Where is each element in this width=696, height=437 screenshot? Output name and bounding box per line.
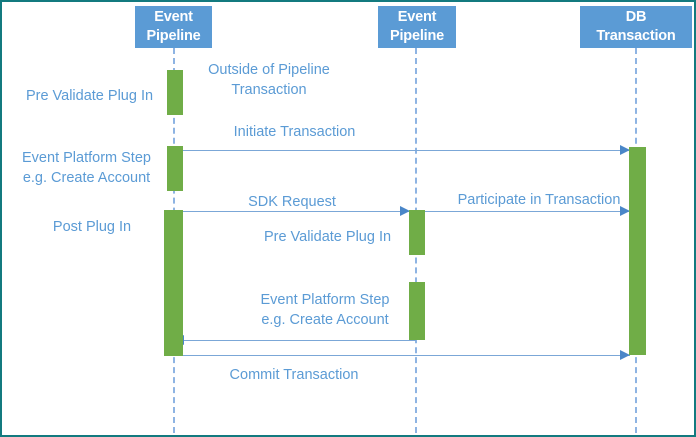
participant-event-pipeline-1[interactable]: Event Pipeline xyxy=(135,6,212,48)
label-pre-validate-plug-in-middle: Pre Validate Plug In xyxy=(263,229,392,245)
arrowhead-commit-transaction xyxy=(620,350,630,360)
message-line-sdk-request xyxy=(174,211,410,212)
activation-bar-db-transaction xyxy=(629,147,646,355)
message-line-participate-in-transaction xyxy=(425,211,630,212)
label-participate-in-transaction: Participate in Transaction xyxy=(457,192,621,208)
message-line-commit-transaction xyxy=(174,355,630,356)
activation-bar-pre-validate-plug-in-p1 xyxy=(167,70,183,115)
activation-bar-pre-validate-plug-in-p2 xyxy=(409,210,425,255)
arrowhead-sdk-request xyxy=(400,206,410,216)
label-commit-transaction: Commit Transaction xyxy=(229,367,359,383)
participant-label-line2: Pipeline xyxy=(390,28,444,44)
arrowhead-initiate-transaction xyxy=(620,145,630,155)
label-outside-of-pipeline-transaction: Outside of Pipeline Transaction xyxy=(208,62,330,98)
label-initiate-transaction: Initiate Transaction xyxy=(233,124,356,140)
message-line-event-platform-step-return xyxy=(174,340,416,341)
activation-bar-event-platform-step-p1 xyxy=(167,146,183,191)
label-pre-validate-plug-in-left: Pre Validate Plug In xyxy=(25,88,154,104)
participant-label-line1: Event xyxy=(397,9,437,25)
participant-label-line2: Pipeline xyxy=(146,28,201,44)
participant-label-line2: Transaction xyxy=(596,28,676,44)
label-event-platform-step-middle: Event Platform Step e.g. Create Account xyxy=(260,292,390,328)
activation-bar-post-plug-in-p1 xyxy=(164,210,183,356)
participant-event-pipeline-2[interactable]: Event Pipeline xyxy=(378,6,456,48)
message-line-initiate-transaction xyxy=(174,150,630,151)
label-sdk-request: SDK Request xyxy=(248,194,336,210)
activation-bar-event-platform-step-p2 xyxy=(409,282,425,340)
arrowhead-participate-in-transaction xyxy=(620,206,630,216)
label-post-plug-in: Post Plug In xyxy=(52,219,132,235)
participant-label-line1: Event xyxy=(154,9,193,25)
participant-label-line1: DB xyxy=(625,9,647,25)
participant-db-transaction[interactable]: DB Transaction xyxy=(580,6,692,48)
label-event-platform-step-left: Event Platform Step e.g. Create Account xyxy=(22,150,151,186)
